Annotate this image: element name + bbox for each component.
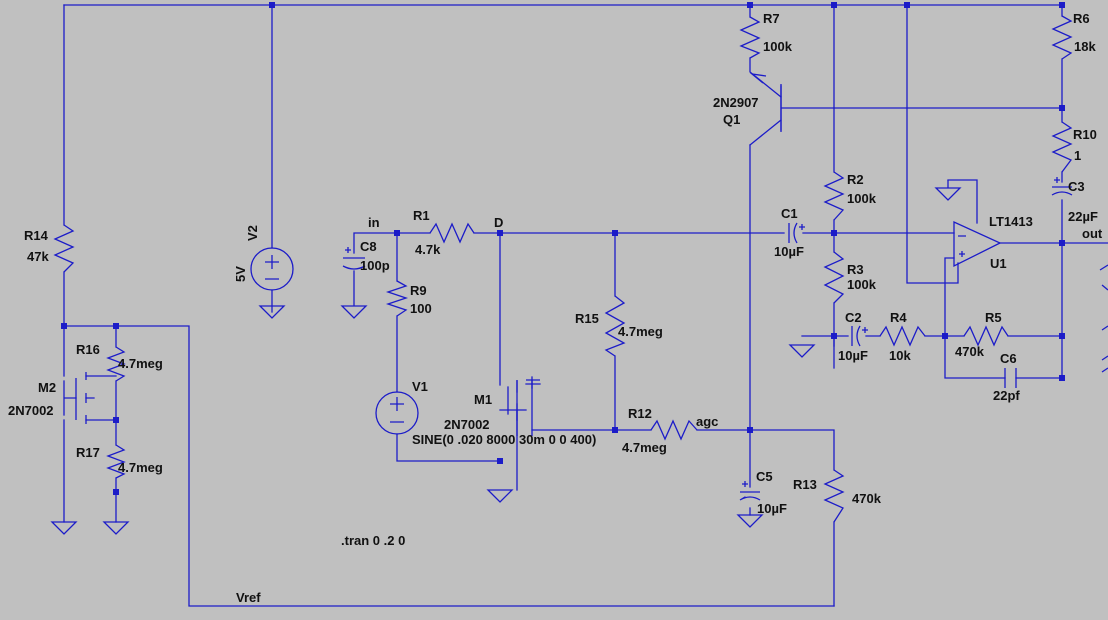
value-r6: 18k [1074, 39, 1096, 54]
label-c6: C6 [1000, 351, 1017, 366]
label-r5: R5 [985, 310, 1002, 325]
label-r1: R1 [413, 208, 430, 223]
label-r10: R10 [1073, 127, 1097, 142]
value-c1: 10µF [774, 244, 804, 259]
net-agc: agc [696, 414, 718, 429]
capacitor-c1[interactable] [788, 222, 805, 244]
spice-directive: .tran 0 .2 0 [341, 533, 405, 548]
value-v2: 5V [233, 266, 248, 282]
resistor-r16[interactable] [106, 346, 126, 382]
value-r2: 100k [847, 191, 877, 206]
label-c8: C8 [360, 239, 377, 254]
capacitor-c3[interactable] [1051, 177, 1073, 196]
resistor-r2[interactable] [823, 171, 845, 221]
opamp-u1[interactable] [953, 220, 1002, 268]
label-c5: C5 [756, 469, 773, 484]
label-r2: R2 [847, 172, 864, 187]
label-r4: R4 [890, 310, 907, 325]
label-r9: R9 [410, 283, 427, 298]
resistor-r4[interactable] [879, 325, 926, 347]
label-v1: V1 [412, 379, 428, 394]
label-r15: R15 [575, 311, 599, 326]
resistor-r7[interactable] [739, 16, 761, 59]
label-r14: R14 [24, 228, 49, 243]
value-m1: 2N7002 [444, 417, 490, 432]
resistor-r10[interactable] [1051, 121, 1073, 173]
label-m2: M2 [38, 380, 56, 395]
value-r1: 4.7k [415, 242, 441, 257]
net-out: out [1082, 226, 1103, 241]
resistor-r5[interactable] [963, 325, 1009, 347]
capacitor-c2[interactable] [851, 325, 868, 347]
offscreen-component-fragment [1099, 264, 1108, 373]
value-r5: 470k [955, 344, 985, 359]
value-r9: 100 [410, 301, 432, 316]
value-r13: 470k [852, 491, 882, 506]
value-v1: SINE(0 .020 8000 30m 0 0 400) [412, 432, 596, 447]
junctions [61, 2, 1065, 495]
resistor-r15[interactable] [604, 295, 626, 357]
value-r14: 47k [27, 249, 49, 264]
label-r17: R17 [76, 445, 100, 460]
value-r17: 4.7meg [118, 460, 163, 475]
value-r7: 100k [763, 39, 793, 54]
value-c6: 22pf [993, 388, 1020, 403]
transistor-q1[interactable] [749, 73, 782, 132]
resistor-r3[interactable] [823, 251, 845, 304]
resistor-r17[interactable] [106, 444, 126, 479]
label-c1: C1 [781, 206, 798, 221]
label-r7: R7 [763, 11, 780, 26]
resistor-r9[interactable] [385, 280, 409, 317]
mosfet-m1[interactable] [516, 379, 540, 436]
value-r10: 1 [1074, 148, 1081, 163]
capacitor-c6[interactable] [1004, 368, 1017, 388]
resistor-r14[interactable] [53, 224, 75, 273]
mosfet-m2[interactable] [75, 372, 87, 424]
resistor-r13[interactable] [823, 469, 845, 523]
wires [63, 4, 1108, 607]
value-q1: 2N2907 [713, 95, 759, 110]
label-v2: V2 [245, 225, 260, 241]
label-r6: R6 [1073, 11, 1090, 26]
ground-icons [50, 180, 962, 535]
label-q1: Q1 [723, 112, 740, 127]
value-m2: 2N7002 [8, 403, 54, 418]
value-c2: 10µF [838, 348, 868, 363]
label-u1-model: LT1413 [989, 214, 1033, 229]
net-vref: Vref [236, 590, 261, 605]
net-d: D [494, 215, 503, 230]
label-m1: M1 [474, 392, 492, 407]
value-r4: 10k [889, 348, 911, 363]
label-r13: R13 [793, 477, 817, 492]
voltage-source-v2[interactable] [250, 247, 294, 291]
label-c3: C3 [1068, 179, 1085, 194]
resistor-r6[interactable] [1051, 15, 1073, 60]
value-r3: 100k [847, 277, 877, 292]
value-c5: 10µF [757, 501, 787, 516]
label-c2: C2 [845, 310, 862, 325]
label-r3: R3 [847, 262, 864, 277]
resistor-r1[interactable] [429, 222, 475, 244]
label-r12: R12 [628, 406, 652, 421]
value-r16: 4.7meg [118, 356, 163, 371]
label-u1: U1 [990, 256, 1007, 271]
capacitor-c5[interactable] [739, 481, 761, 501]
value-r12: 4.7meg [622, 440, 667, 455]
net-in: in [368, 215, 380, 230]
labels: R7 100k R6 18k 2N2907 Q1 R10 1 R2 100k C… [8, 11, 1103, 605]
value-c3: 22µF [1068, 209, 1098, 224]
capacitor-c8[interactable] [342, 247, 366, 270]
resistor-r12[interactable] [650, 419, 698, 441]
voltage-source-v1[interactable] [375, 391, 419, 435]
label-r16: R16 [76, 342, 100, 357]
value-r15: 4.7meg [618, 324, 663, 339]
value-c8: 100p [360, 258, 390, 273]
